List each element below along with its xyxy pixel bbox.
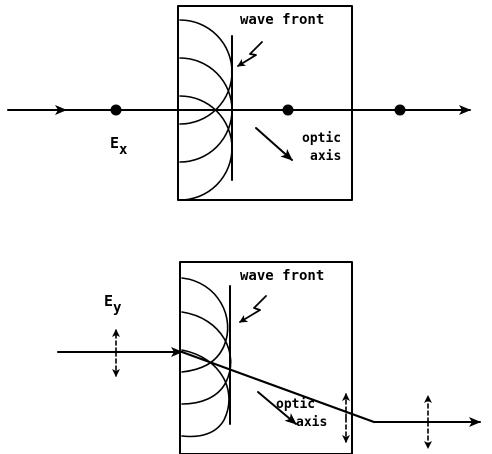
optic-axis-label-line1: optic <box>276 397 315 412</box>
polarization-dot <box>282 104 294 116</box>
optic-axis-label-line2: axis <box>296 415 327 430</box>
bottom-figure: wave front optic axis Ey <box>57 261 481 454</box>
polarization-dot <box>110 104 122 116</box>
field-label: Ey <box>104 292 122 316</box>
polarization-dot <box>394 104 406 116</box>
optic-axis-arrow <box>257 391 297 425</box>
refracted-ray <box>180 350 376 424</box>
wave-front-pointer <box>239 295 267 323</box>
field-subscript: y <box>113 300 122 316</box>
field-label: Ex <box>110 134 128 158</box>
huygens-wavelets <box>181 277 232 438</box>
crystal-box <box>179 261 353 454</box>
optic-axis-label-line2: axis <box>310 149 341 164</box>
top-figure: wave front optic axis Ex <box>7 5 471 201</box>
wave-front-label: wave front <box>240 268 324 284</box>
optic-axis-arrow <box>255 127 293 161</box>
field-subscript: x <box>119 142 128 158</box>
wave-front-pointer <box>237 41 263 67</box>
crystal-box <box>177 5 353 201</box>
wave-front-label: wave front <box>240 12 324 28</box>
optic-axis-label-line1: optic <box>302 131 341 146</box>
